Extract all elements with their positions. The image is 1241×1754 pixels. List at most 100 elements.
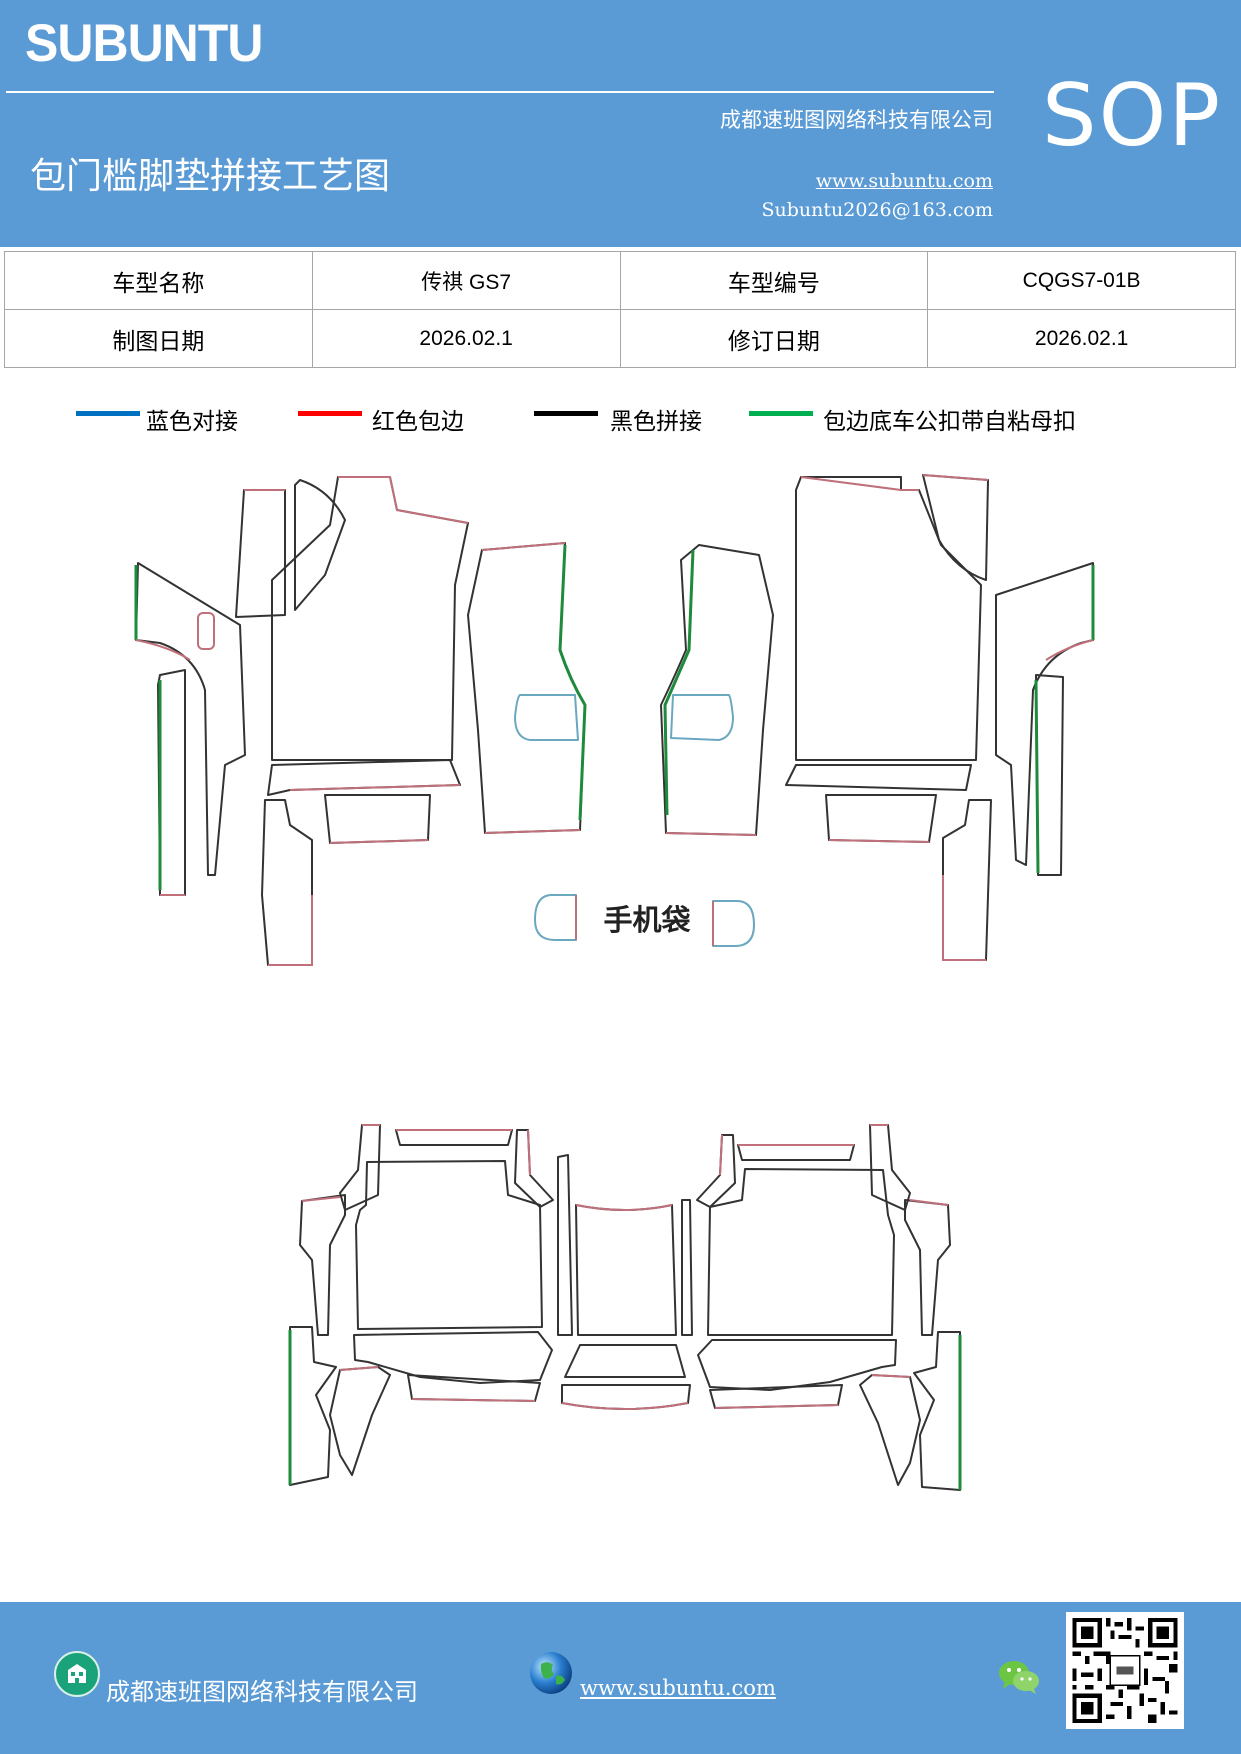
mat-piece bbox=[407, 1374, 541, 1402]
mat-piece bbox=[339, 1366, 379, 1371]
mat-piece bbox=[575, 1204, 677, 1336]
mat-piece bbox=[411, 1398, 536, 1402]
front-right-mat-group bbox=[660, 474, 1095, 961]
mat-piece bbox=[481, 542, 566, 551]
color-legend: 蓝色对接 红色包边 黑色拼接 包边底车公扣带自粘母扣 bbox=[0, 400, 1241, 440]
mat-piece bbox=[157, 669, 186, 896]
mat-piece bbox=[197, 612, 215, 650]
legend-label: 黑色拼接 bbox=[610, 409, 702, 435]
company-name: 成都速班图网络科技有限公司 bbox=[720, 108, 993, 132]
sop-badge: SOP bbox=[1042, 66, 1223, 166]
mat-piece bbox=[561, 1402, 689, 1410]
mat-piece bbox=[828, 839, 930, 843]
mat-piece bbox=[324, 794, 431, 844]
mat-piece bbox=[575, 1204, 673, 1211]
phone-pocket-group: 手机袋 bbox=[534, 894, 755, 947]
mat-piece bbox=[995, 562, 1094, 866]
mat-piece bbox=[737, 1144, 855, 1161]
mat-piece bbox=[558, 544, 587, 821]
mat-piece bbox=[271, 476, 469, 761]
front-left-mat-group bbox=[134, 476, 587, 966]
mat-piece bbox=[697, 1339, 897, 1391]
mat-piece bbox=[859, 1374, 921, 1486]
mat-piece bbox=[294, 479, 346, 611]
mat-piece bbox=[1034, 679, 1040, 874]
mat-piece bbox=[663, 549, 695, 816]
mat-piece bbox=[904, 1199, 951, 1336]
mat-piece bbox=[913, 1331, 961, 1491]
mat-piece bbox=[825, 794, 937, 843]
mat-piece bbox=[514, 1129, 554, 1208]
website-link[interactable]: www.subuntu.com bbox=[815, 170, 993, 192]
mat-piece bbox=[1035, 674, 1064, 876]
mat-pattern-drawing: 手机袋 bbox=[134, 474, 1095, 1491]
mat-piece bbox=[299, 1194, 346, 1336]
revise-date-value: 2026.02.1 bbox=[927, 309, 1236, 368]
mat-piece bbox=[707, 1168, 895, 1336]
qr-code[interactable] bbox=[1066, 1612, 1184, 1729]
mat-piece bbox=[289, 1326, 337, 1486]
model-code-value: CQGS7-01B bbox=[927, 251, 1236, 310]
legend-label: 包边底车公扣带自粘母扣 bbox=[823, 409, 1076, 435]
draw-date-value: 2026.02.1 bbox=[311, 309, 621, 368]
mat-piece bbox=[665, 832, 757, 836]
mat-piece bbox=[353, 1331, 553, 1384]
mat-piece bbox=[869, 1124, 911, 1211]
legend-label: 蓝色对接 bbox=[146, 409, 238, 435]
model-name-label: 车型名称 bbox=[4, 251, 313, 310]
draw-date-label: 制图日期 bbox=[4, 309, 313, 368]
mat-piece bbox=[871, 1374, 911, 1378]
phone-pocket-right bbox=[712, 900, 755, 947]
mat-piece bbox=[557, 1154, 573, 1336]
legend-swatch bbox=[534, 411, 598, 416]
table-row: 制图日期 2026.02.1 修订日期 2026.02.1 bbox=[4, 309, 1236, 368]
email-address: Subuntu2026@163.com bbox=[761, 199, 993, 221]
mat-piece bbox=[514, 694, 579, 741]
mat-piece bbox=[922, 474, 989, 481]
revise-date-label: 修订日期 bbox=[619, 309, 929, 368]
wechat-icon[interactable] bbox=[996, 1656, 1042, 1698]
phone-pocket-label: 手机袋 bbox=[603, 903, 690, 937]
mat-piece bbox=[289, 784, 461, 791]
header-banner: SUBUNTU 成都速班图网络科技有限公司 包门槛脚垫拼接工艺图 www.sub… bbox=[0, 0, 1241, 247]
mat-piece bbox=[355, 1160, 543, 1330]
footer-company-name: 成都速班图网络科技有限公司 bbox=[106, 1678, 418, 1706]
mat-piece bbox=[235, 489, 286, 618]
model-name-value: 传祺 GS7 bbox=[311, 251, 621, 310]
mat-piece bbox=[135, 639, 191, 661]
mat-piece bbox=[660, 544, 774, 836]
rear-mat-group bbox=[288, 1124, 962, 1491]
model-code-label: 车型编号 bbox=[619, 251, 929, 310]
mat-piece bbox=[268, 895, 313, 966]
mat-piece bbox=[795, 476, 982, 761]
mat-piece bbox=[942, 799, 992, 961]
mat-piece bbox=[719, 1134, 723, 1176]
mat-piece bbox=[714, 1404, 839, 1409]
mat-piece bbox=[329, 839, 429, 844]
legend-swatch bbox=[298, 411, 362, 416]
brand-logo: SUBUNTU bbox=[25, 13, 263, 73]
mat-piece bbox=[785, 764, 972, 791]
header-divider bbox=[6, 91, 994, 93]
legend-swatch bbox=[749, 411, 813, 416]
mat-piece bbox=[670, 694, 734, 741]
info-table: 车型名称 传祺 GS7 车型编号 CQGS7-01B 制图日期 2026.02.… bbox=[4, 251, 1236, 368]
legend-label: 红色包边 bbox=[372, 409, 464, 435]
building-icon bbox=[54, 1651, 100, 1697]
mat-piece bbox=[681, 1199, 693, 1336]
mat-piece bbox=[329, 1366, 391, 1476]
mat-piece bbox=[800, 476, 919, 491]
mat-piece bbox=[261, 799, 313, 966]
mat-piece bbox=[484, 829, 581, 834]
mat-piece bbox=[922, 474, 989, 581]
mat-piece bbox=[395, 1129, 513, 1146]
mat-piece bbox=[527, 1129, 531, 1176]
mat-piece bbox=[338, 476, 469, 524]
mat-piece bbox=[467, 542, 586, 834]
footer-banner: 成都速班图网络科技有限公司 www.subuntu.com bbox=[0, 1602, 1241, 1754]
mat-piece bbox=[135, 562, 246, 876]
mat-piece bbox=[909, 1199, 949, 1206]
footer-website-link[interactable]: www.subuntu.com bbox=[580, 1676, 776, 1700]
table-row: 车型名称 传祺 GS7 车型编号 CQGS7-01B bbox=[4, 251, 1236, 310]
mat-piece bbox=[301, 1196, 341, 1202]
